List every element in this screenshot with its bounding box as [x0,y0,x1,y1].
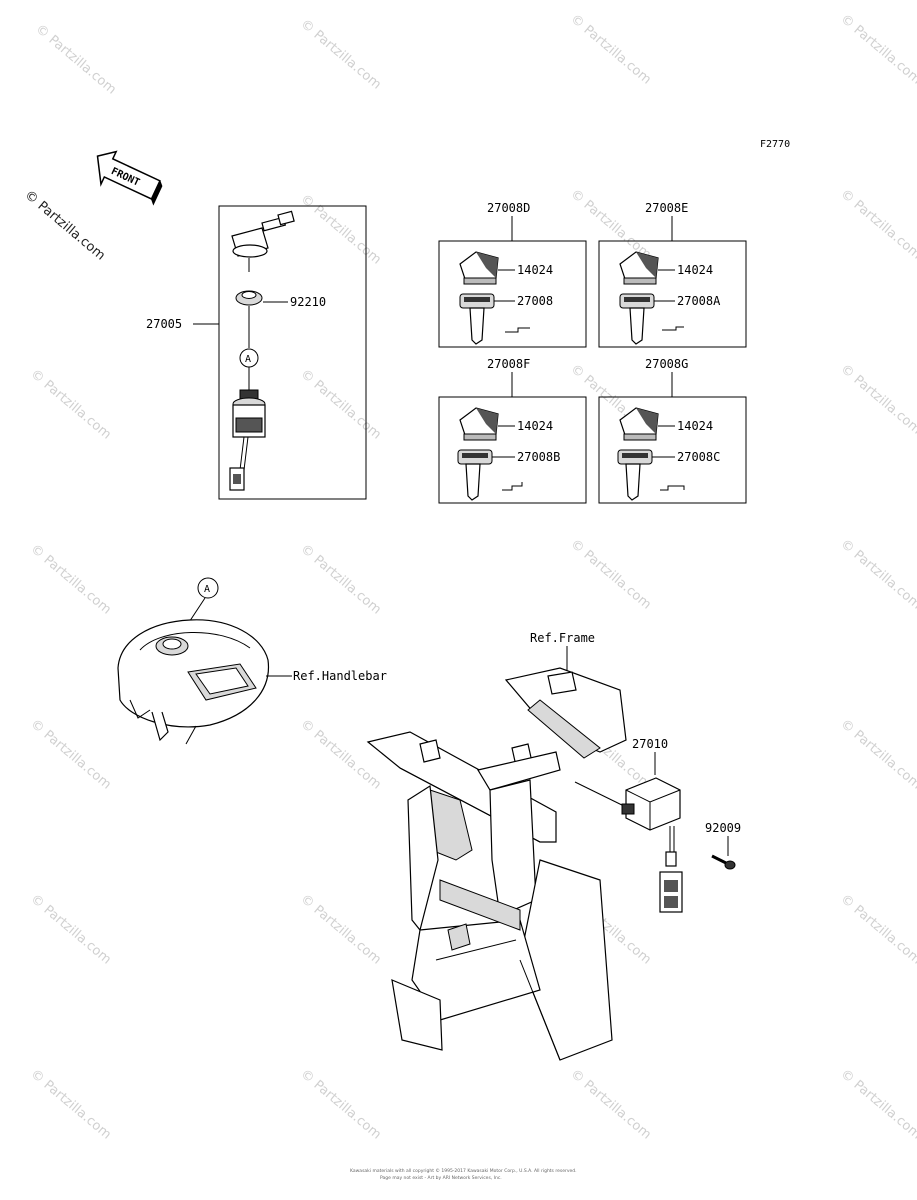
ignition-key-icon [231,210,295,272]
watermark: © Partzilla.com [297,1067,383,1143]
ref-handlebar-label: Ref.Handlebar [293,669,387,683]
part-label-27008a: 27008A [677,294,721,308]
front-arrow: FRONT [96,150,163,206]
bolt-icon [711,854,736,870]
ignition-switch-body-icon [229,389,266,491]
part-label-27010: 27010 [632,737,668,751]
watermark: © Partzilla.com [837,12,917,88]
watermark: © Partzilla.com [297,17,383,93]
part-label-27008d: 27008D [487,201,530,215]
watermark: © Partzilla.com [27,367,113,443]
watermark: © Partzilla.com [297,717,383,793]
watermark: © Partzilla.com [297,367,383,443]
key-set-27008e: 27008E 14024 27008A [598,201,747,348]
circle-label-a-top: A [245,354,251,365]
part-label-14024-d: 14024 [517,263,553,277]
part-label-27008g: 27008G [645,357,688,371]
watermark: © Partzilla.com [837,717,917,793]
watermark: © Partzilla.com [297,542,383,618]
key-set-27008f: 27008F 14024 27008B [438,357,587,504]
figure-code: F2770 [760,139,790,150]
ignition-switch-group: 27005 92210 A [146,205,367,500]
part-label-27008f: 27008F [487,357,530,371]
key-set-27008d: 27008D 14024 27008 [438,201,587,348]
part-label-27008b: 27008B [517,450,560,464]
relay-icon [621,777,683,913]
part-label-92210: 92210 [290,295,326,309]
ref-frame-label: Ref.Frame [530,631,595,645]
part-label-14024-g: 14024 [677,419,713,433]
side-copyright: © Partzilla.com [21,188,107,264]
watermark: © Partzilla.com [837,187,917,263]
part-label-14024-f: 14024 [517,419,553,433]
watermark: © Partzilla.com [837,892,917,968]
watermark: © Partzilla.com [567,12,653,88]
watermark: © Partzilla.com [32,22,118,98]
handlebar-cover-icon: A [117,577,270,745]
part-label-27008: 27008 [517,294,553,308]
nut-icon [235,290,263,348]
watermark: © Partzilla.com [837,1067,917,1143]
watermark: © Partzilla.com [837,537,917,613]
watermark: © Partzilla.com [567,537,653,613]
watermark: © Partzilla.com [297,192,383,268]
watermark: © Partzilla.com [837,362,917,438]
footer-line-2: Page may not exist - Art by ARI Network … [380,1175,502,1181]
watermark: © Partzilla.com [567,187,653,263]
part-label-27008e: 27008E [645,201,688,215]
footer-line-1: Kawasaki materials with all copyright © … [350,1167,577,1174]
frame-icon [366,667,627,1061]
watermark: © Partzilla.com [27,1067,113,1143]
watermark: © Partzilla.com [27,542,113,618]
watermark: © Partzilla.com [27,892,113,968]
watermark: © Partzilla.com [567,1067,653,1143]
part-label-27005: 27005 [146,317,182,331]
part-label-92009: 92009 [705,821,741,835]
watermark: © Partzilla.com [297,892,383,968]
circle-label-a-bottom: A [204,584,210,595]
part-label-14024-e: 14024 [677,263,713,277]
key-set-27008g: 27008G 14024 27008C [598,357,747,504]
part-label-27008c: 27008C [677,450,720,464]
watermark: © Partzilla.com [27,717,113,793]
